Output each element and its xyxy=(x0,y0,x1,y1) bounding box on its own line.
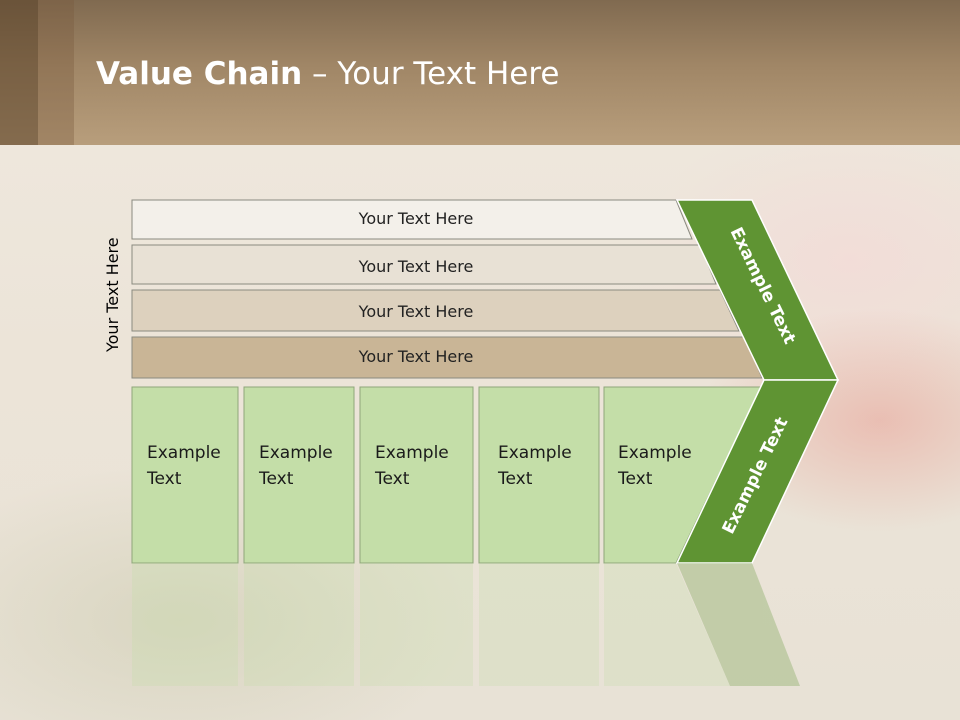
box-3-line2: Text xyxy=(374,469,410,489)
margin-arrow-lower xyxy=(675,379,840,564)
box-5-line2: Text xyxy=(617,469,653,489)
banner-accent-dark xyxy=(0,0,38,145)
box-1-line1: Example xyxy=(147,443,221,463)
box-2-line1: Example xyxy=(259,443,333,463)
title-banner: Value Chain – Your Text Here xyxy=(0,0,960,145)
box-5 xyxy=(603,386,762,564)
box-2-line2: Text xyxy=(258,469,294,489)
page-title: Value Chain – Your Text Here xyxy=(96,56,559,92)
bar-1-label: Your Text Here xyxy=(358,209,474,228)
box-5-line1: Example xyxy=(618,443,692,463)
bar-2-label: Your Text Here xyxy=(358,257,474,276)
box-4-line1: Example xyxy=(498,443,572,463)
box-4-line2: Text xyxy=(497,469,533,489)
box-1-line2: Text xyxy=(146,469,182,489)
bar-3-label: Your Text Here xyxy=(358,302,474,321)
box-1 xyxy=(131,386,239,564)
banner-accent-light xyxy=(38,0,74,145)
bar-3 xyxy=(131,289,740,332)
title-rest: – Your Text Here xyxy=(302,56,560,92)
box-4 xyxy=(478,386,600,564)
bar-2 xyxy=(131,244,717,285)
diagram-reflection xyxy=(132,563,800,686)
box-2 xyxy=(243,386,355,564)
title-bold: Value Chain xyxy=(96,56,303,92)
bar-4-label: Your Text Here xyxy=(358,347,474,366)
box-3 xyxy=(359,386,474,564)
bar-4 xyxy=(131,336,763,379)
box-3-line1: Example xyxy=(375,443,449,463)
bar-1 xyxy=(131,199,693,240)
